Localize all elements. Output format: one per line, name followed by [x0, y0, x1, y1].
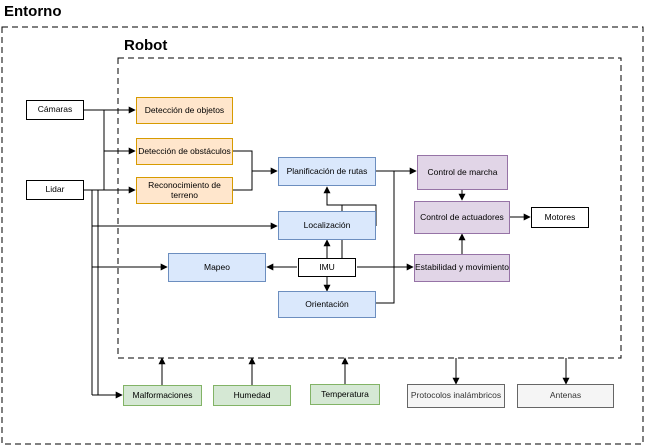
temperatura-node: Temperatura	[310, 384, 380, 405]
edge-terreno-merge	[233, 171, 253, 191]
robot-boundary	[117, 57, 622, 359]
motores-node: Motores	[531, 207, 589, 228]
edge-obstaculos-merge	[233, 150, 253, 171]
planificacion-rutas-node: Planificación de rutas	[278, 157, 376, 186]
imu-node: IMU	[298, 258, 356, 277]
malformaciones-node: Malformaciones	[123, 385, 202, 406]
orientacion-node: Orientación	[278, 291, 376, 318]
control-actuadores-node: Control de actuadores	[414, 201, 510, 234]
humedad-node: Humedad	[213, 385, 291, 406]
estabilidad-movimiento-node: Estabilidad y movimiento	[414, 254, 510, 282]
environment-boundary	[1, 26, 644, 445]
mapeo-node: Mapeo	[168, 253, 266, 282]
robot-title: Robot	[124, 37, 168, 54]
protocolos-inalambricos-node: Protocolos inalámbricos	[407, 384, 505, 408]
antenas-node: Antenas	[517, 384, 614, 408]
reconocimiento-terreno-node: Reconocimiento de terreno	[136, 177, 233, 204]
camaras-node: Cámaras	[26, 100, 84, 120]
lidar-node: Lidar	[26, 180, 84, 200]
edge-orientacion-to-marcha	[376, 171, 395, 304]
deteccion-objetos-node: Detección de objetos	[136, 97, 233, 124]
environment-title: Entorno	[4, 3, 62, 20]
deteccion-obstaculos-node: Detección de obstáculos	[136, 138, 233, 165]
edge-localizacion-branch	[342, 204, 377, 226]
localizacion-node: Localización	[278, 211, 376, 240]
control-marcha-node: Control de marcha	[417, 155, 508, 190]
